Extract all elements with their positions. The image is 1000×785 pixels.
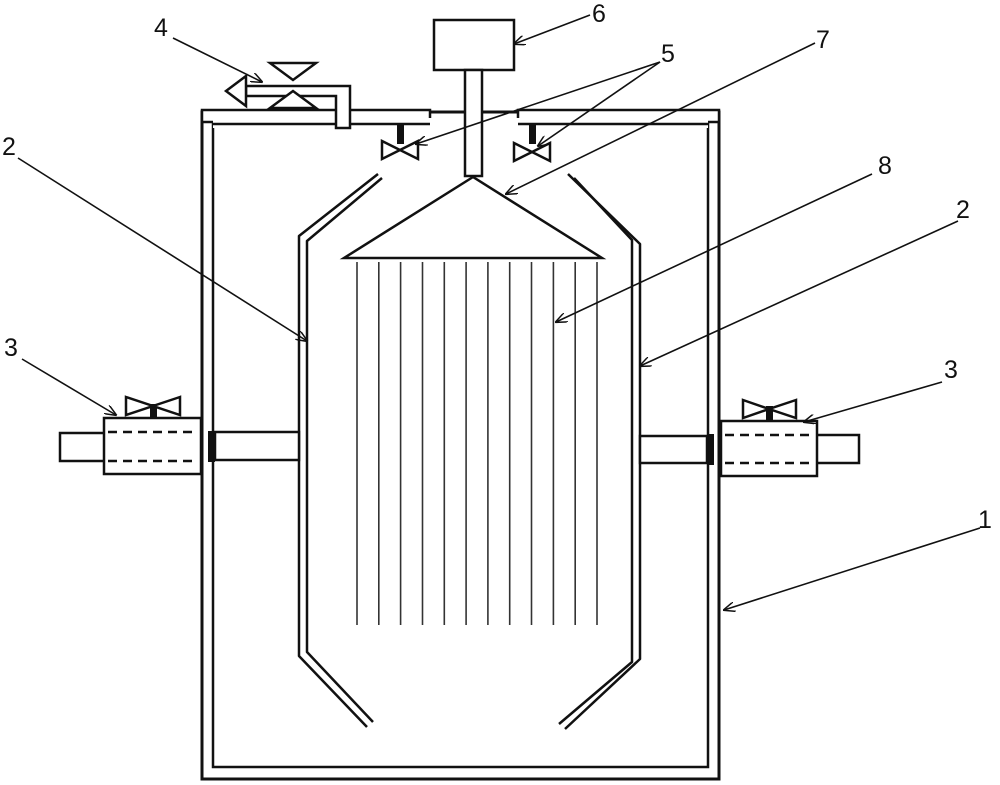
right-port-housing xyxy=(719,419,819,478)
top-lid xyxy=(200,108,721,128)
top-valve-left-bow1-icon xyxy=(380,138,403,162)
left-valve-bow2-icon xyxy=(149,395,182,417)
lid-cover xyxy=(213,118,708,128)
top-valve-right-bow2-icon xyxy=(529,140,552,164)
left-valve-bow1-icon xyxy=(124,395,157,417)
label-2-right: 2 xyxy=(956,196,970,224)
leader-6 xyxy=(514,14,591,44)
label-3-left: 3 xyxy=(4,334,18,362)
label-8: 8 xyxy=(878,152,892,180)
label-6: 6 xyxy=(592,0,606,28)
leader-lines xyxy=(17,14,981,610)
top-valve-right xyxy=(512,124,552,164)
right-port-flange xyxy=(707,434,714,465)
label-3-right: 3 xyxy=(944,356,958,384)
inner-wall-right-inner xyxy=(558,177,634,725)
right-pipe-stub xyxy=(812,433,861,465)
leader-2-right xyxy=(640,220,959,366)
left-pipe-stub xyxy=(58,431,109,463)
exhaust-outlet xyxy=(223,61,352,130)
cone-distributor xyxy=(339,175,607,260)
leader-5-a xyxy=(416,61,661,144)
left-port-housing xyxy=(102,416,203,476)
side-port-right xyxy=(638,398,861,478)
part-labels: 1 2 2 3 3 4 5 6 7 8 xyxy=(2,0,992,534)
exhaust-valve-top-icon xyxy=(266,61,320,82)
leader-7 xyxy=(506,42,816,194)
left-valve-stem xyxy=(150,404,157,418)
top-valve-left xyxy=(380,124,420,162)
label-7: 7 xyxy=(816,26,830,54)
leader-4 xyxy=(172,37,262,82)
label-1: 1 xyxy=(978,506,992,534)
leader-5-b xyxy=(538,61,661,146)
left-port-flange xyxy=(208,431,215,462)
exhaust-valve-bottom-icon xyxy=(266,89,320,110)
exhaust-arrow-icon xyxy=(223,73,248,109)
left-inner-pipe xyxy=(213,430,301,462)
label-5: 5 xyxy=(661,40,675,68)
leader-2-left xyxy=(17,157,307,341)
fiber-bundle xyxy=(356,262,598,625)
leader-3-left xyxy=(21,358,116,415)
leader-8 xyxy=(556,173,873,322)
label-4: 4 xyxy=(154,14,168,42)
right-valve-stem xyxy=(766,406,773,421)
right-inner-pipe xyxy=(638,434,709,465)
drive-box xyxy=(432,18,516,72)
leader-1 xyxy=(724,527,981,610)
label-2-left: 2 xyxy=(2,133,16,161)
side-port-left xyxy=(58,395,301,476)
leader-3-right xyxy=(804,381,943,422)
inner-wall-left-inner xyxy=(305,177,383,723)
right-valve-bow2-icon xyxy=(765,398,798,420)
right-valve-bow1-icon xyxy=(741,398,773,420)
drive-unit xyxy=(432,18,516,178)
top-valve-right-bow1-icon xyxy=(512,140,535,164)
top-valve-right-stem xyxy=(529,124,536,144)
top-valve-left-stem xyxy=(397,124,404,144)
